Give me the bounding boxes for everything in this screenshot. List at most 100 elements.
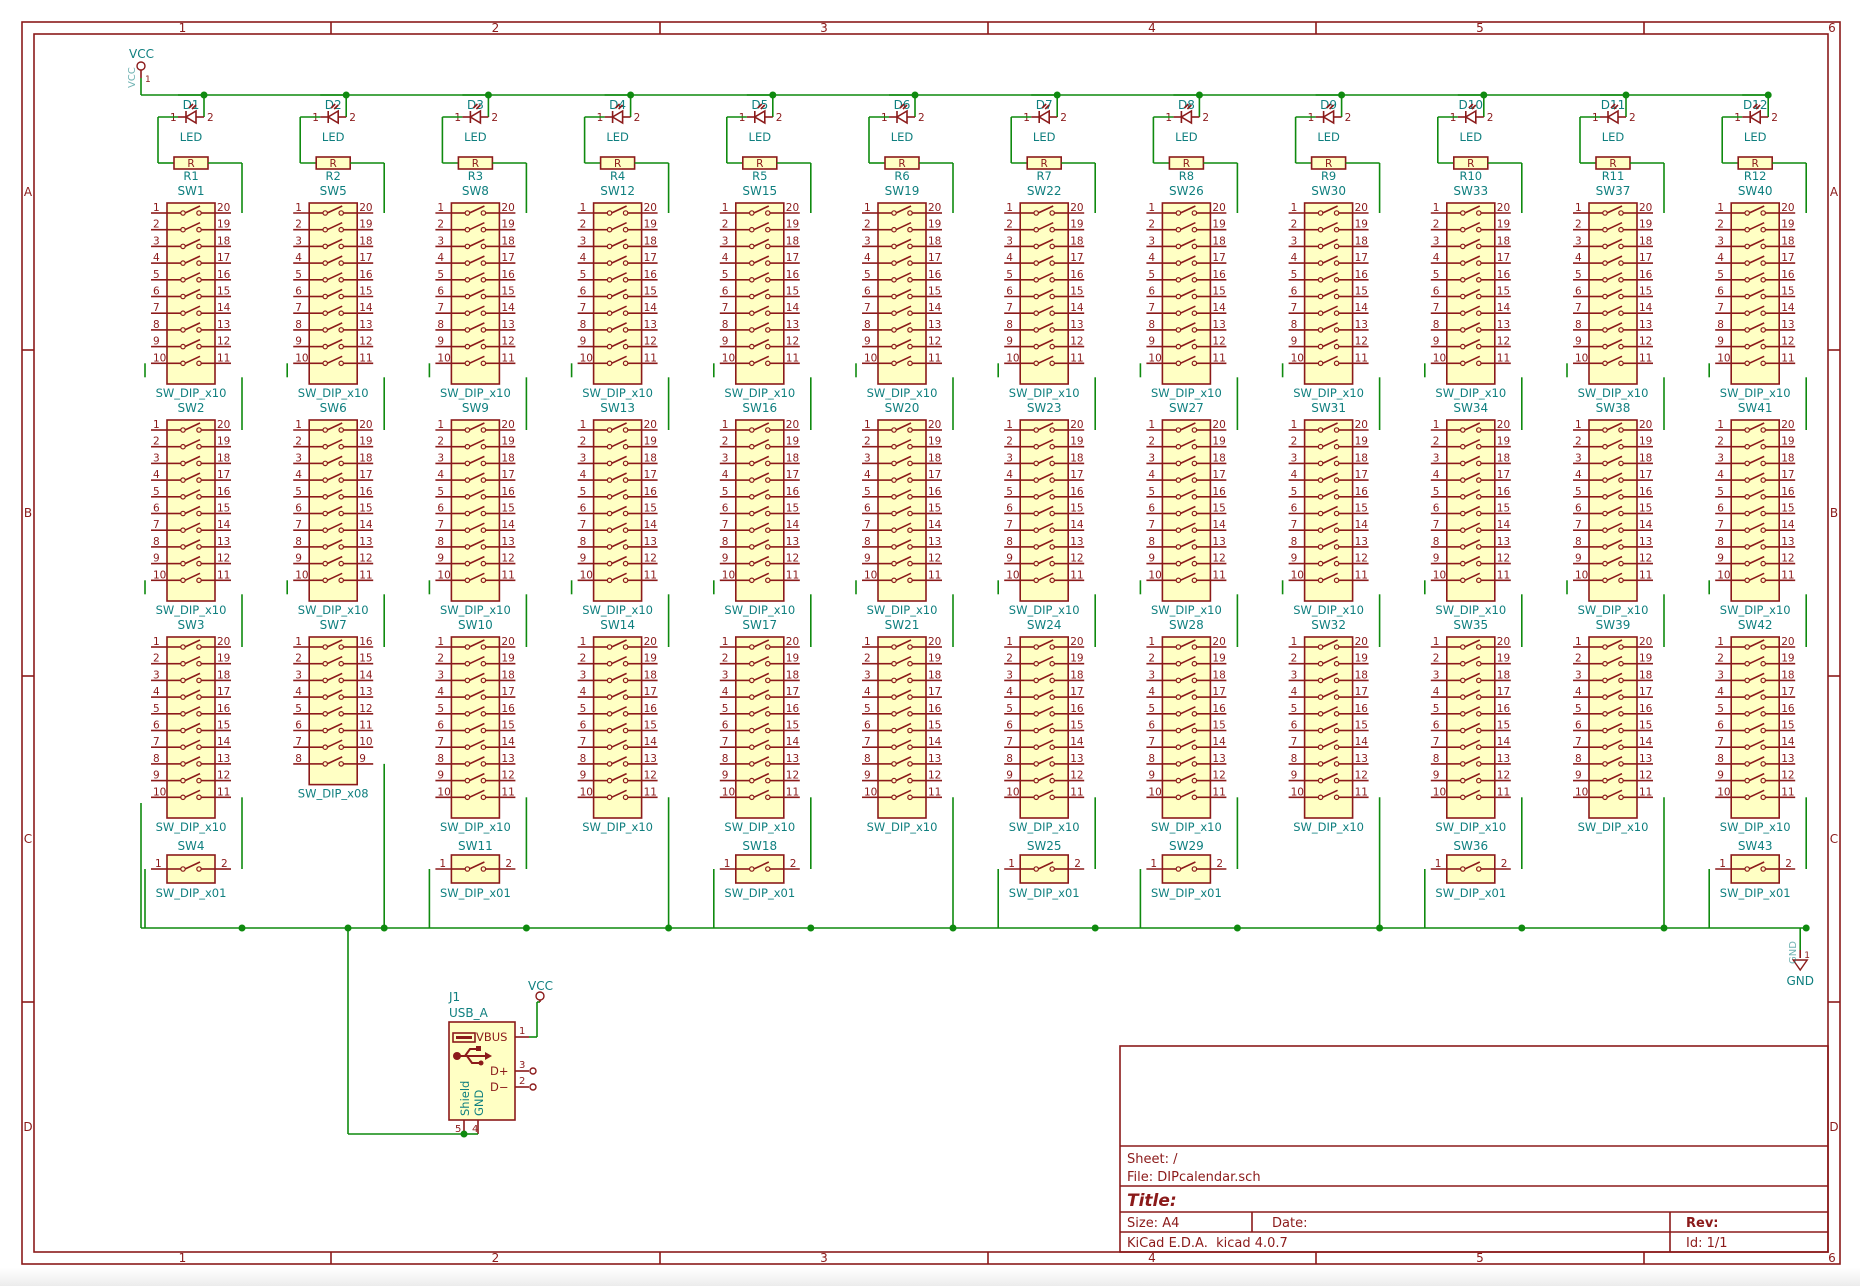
switch-lever [1037, 672, 1054, 682]
switch-contact [338, 510, 345, 517]
led-column-12: D1212LEDRR12SW40120219318417516615714813… [1708, 91, 1810, 932]
switch-pin-number: 1 [722, 636, 729, 648]
switch-ref: SW11 [458, 839, 493, 853]
switch-pin-number: 4 [1006, 252, 1013, 264]
switch-lever [1322, 689, 1338, 698]
switch-contact [196, 493, 202, 500]
led-icon [1322, 109, 1335, 125]
switch-contact [1191, 360, 1198, 367]
switch-pin-number: 2 [295, 219, 302, 231]
switch-contact [1618, 660, 1624, 667]
switch-pin-number: 1 [1148, 636, 1155, 648]
switch-contact [1618, 527, 1624, 534]
switch-pin-number: 20 [1639, 202, 1652, 214]
switch-contact [480, 560, 487, 567]
switch-contact [1333, 360, 1340, 367]
switch-pin-number: 10 [1006, 569, 1019, 581]
switch-contact [1191, 327, 1198, 333]
switch-pin-number: 7 [1291, 736, 1298, 748]
border-row-label: D [23, 1120, 32, 1134]
switch-contact [1476, 460, 1482, 467]
led-light-arrow [1613, 104, 1619, 110]
switch-contact [480, 310, 487, 317]
switch-value: SW_DIP_x10 [440, 820, 511, 834]
switch-pin-number: 2 [1433, 653, 1440, 665]
switch-lever [1464, 472, 1481, 481]
switch-pin-number: 1 [1433, 419, 1440, 431]
switch-lever [753, 455, 770, 465]
switch-pin-number: 17 [359, 469, 372, 481]
switch-lever [469, 555, 485, 565]
switch-contact [1760, 477, 1767, 483]
switch-lever [326, 756, 343, 765]
switch-pin-number: 2 [1575, 436, 1582, 448]
switch-contact [1476, 293, 1482, 300]
switch-pin-number: 20 [1639, 419, 1652, 431]
border-column-label: 5 [1476, 1251, 1484, 1265]
switch-contact [1333, 761, 1340, 767]
switch-lever [1037, 221, 1054, 231]
switch-lever [1037, 639, 1054, 648]
switch-pin-number: 3 [1006, 669, 1013, 681]
switch-pin-number: 18 [928, 452, 941, 464]
switch-pin-number: 13 [501, 319, 514, 331]
switch-lever [469, 789, 485, 799]
switch-lever [753, 639, 770, 648]
switch-pin-number: 11 [644, 569, 657, 581]
switch-pin-number: 4 [864, 469, 871, 481]
switch-pin-number: 11 [786, 352, 799, 364]
switch-pin-number: 11 [501, 569, 514, 581]
switch-pin-number: 10 [1006, 786, 1019, 798]
switch-pin-number: 8 [1717, 319, 1724, 331]
switch-pin-number: 4 [722, 686, 729, 698]
switch-pin-number: 12 [1212, 336, 1225, 348]
switch-contact [622, 761, 629, 767]
switch-pin-number: 12 [1212, 770, 1225, 782]
switch-pin-number: 4 [1148, 252, 1155, 264]
led-value: LED [464, 130, 487, 144]
switch-pin-number: 17 [644, 686, 657, 698]
switch-contact [907, 226, 913, 233]
switch-lever [611, 505, 627, 515]
switch-lever [469, 338, 485, 348]
switch-pin-number: 2 [1575, 653, 1582, 665]
switch-lever [1606, 455, 1623, 465]
switch-pin-number: 10 [1148, 786, 1161, 798]
switch-pin-number: 5 [1575, 703, 1582, 715]
switch-pin-number: 20 [501, 636, 514, 648]
switch-contact [1760, 460, 1767, 467]
switch-pin-number: 6 [864, 286, 871, 298]
switch-lever [1464, 639, 1481, 648]
switch-pin-number: 15 [359, 286, 372, 298]
switch-pin-number: 1 [864, 636, 871, 648]
switch-pin-number: 2 [722, 436, 729, 448]
led-value: LED [322, 130, 345, 144]
switch-pin-number: 10 [437, 786, 450, 798]
switch-ref: SW39 [1596, 618, 1631, 632]
switch-pin-number: 20 [1781, 419, 1794, 431]
switch-pin-number: 14 [1639, 736, 1653, 748]
switch-contact [338, 427, 345, 433]
switch-lever [611, 522, 627, 531]
switch-pin-number: 13 [928, 753, 941, 765]
switch-lever [1748, 205, 1765, 214]
switch-pin-number: 15 [501, 286, 514, 298]
switch-pin-number: 1 [1717, 202, 1724, 214]
switch-pin-number: 20 [1212, 636, 1225, 648]
switch-pin-number: 10 [295, 569, 308, 581]
switch-pin-number: 9 [295, 336, 302, 348]
switch-contact [1760, 560, 1767, 567]
switch-contact [907, 794, 913, 801]
switch-ref: SW33 [1453, 184, 1488, 198]
junction-dot [1195, 91, 1203, 99]
switch-lever [895, 238, 912, 248]
switch-lever [1464, 422, 1481, 431]
switch-pin-number: 8 [580, 536, 587, 548]
switch-pin-number: 18 [1212, 235, 1225, 247]
switch-value: SW_DIP_x10 [1009, 603, 1080, 617]
switch-lever [184, 539, 201, 548]
switch-contact [1191, 310, 1198, 317]
switch-contact [1618, 577, 1624, 584]
switch-pin-number: 6 [437, 503, 444, 515]
